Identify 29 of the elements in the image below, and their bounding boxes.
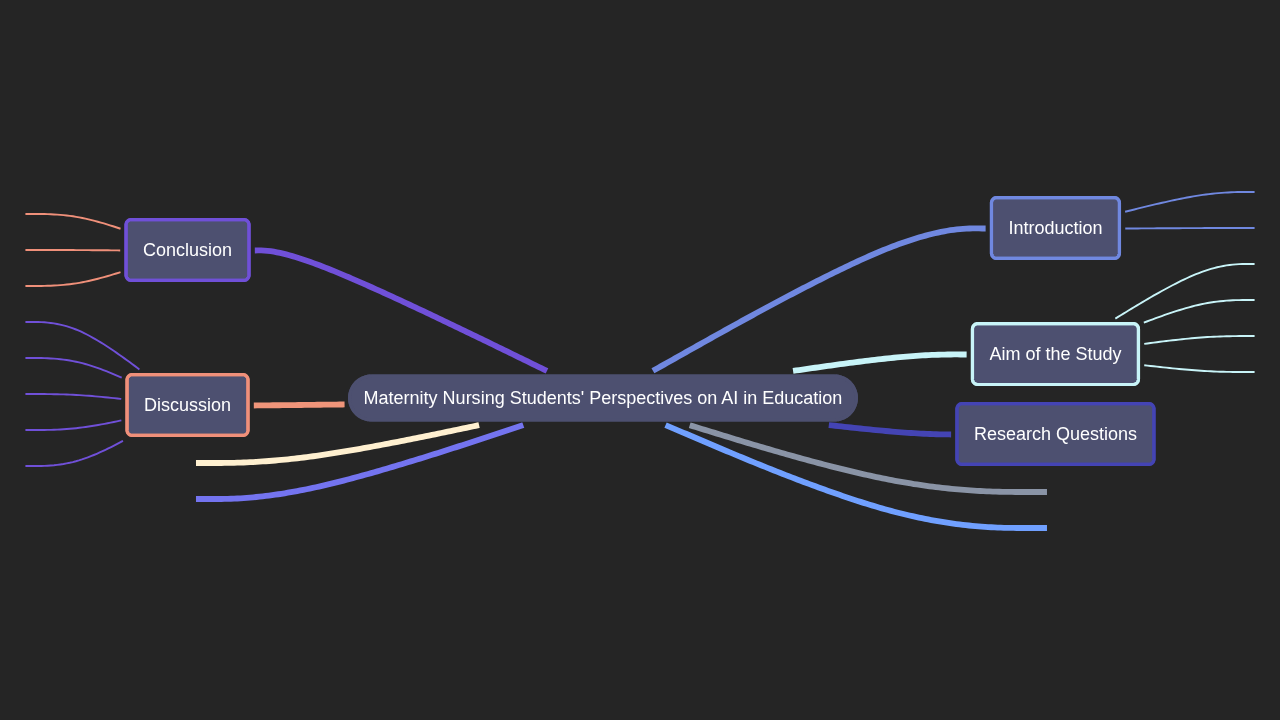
- branch-line: [24, 357, 123, 379]
- branch-line: [24, 249, 122, 252]
- branch-line: [1143, 335, 1256, 345]
- branch-line: [196, 422, 526, 502]
- branch-line: [651, 225, 989, 374]
- branch-topic: Research Questions: [955, 401, 1156, 467]
- branch-line: [828, 422, 953, 438]
- branch-line: [24, 419, 123, 431]
- branch-line: [24, 393, 123, 400]
- branch-line: [688, 422, 1050, 495]
- branch-topic: Aim of the Study: [970, 322, 1141, 387]
- branch-line: [24, 271, 122, 287]
- branch-line: [253, 401, 346, 409]
- branch-line: [1114, 263, 1256, 320]
- central-topic: Maternity Nursing Students' Perspectives on AI in Education: [348, 374, 858, 422]
- branch-line: [254, 247, 549, 374]
- branch-topic: Introduction: [989, 195, 1122, 261]
- branch-line: [1124, 191, 1256, 213]
- branch-line: [24, 321, 141, 371]
- branch-topic: Conclusion: [124, 217, 251, 283]
- branch-line: [24, 439, 124, 467]
- branch-line: [1143, 364, 1256, 373]
- branch-line: [1124, 227, 1256, 230]
- branch-line: [664, 422, 1049, 531]
- branch-line: [24, 213, 122, 230]
- branch-line: [196, 422, 482, 466]
- branch-topic: Discussion: [125, 372, 250, 438]
- branch-line: [792, 351, 967, 374]
- branch-line: [1142, 299, 1256, 324]
